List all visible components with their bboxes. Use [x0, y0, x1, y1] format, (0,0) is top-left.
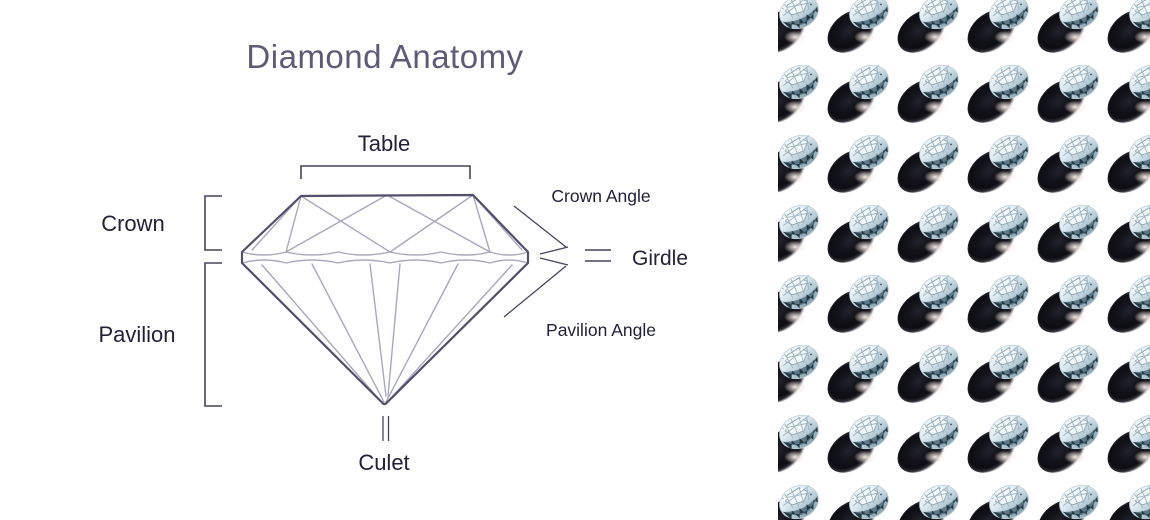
- girdle-wedge-marks: [539, 246, 569, 266]
- page-title: Diamond Anatomy: [246, 38, 524, 75]
- diamond-outline: [240, 193, 530, 406]
- diamond-gem-with-shadow: [818, 128, 895, 203]
- diamond-gem-with-shadow: [1028, 0, 1105, 63]
- diamond-gem-with-shadow: [818, 198, 895, 273]
- diamond-gem-with-shadow: [778, 408, 825, 483]
- diamond-gem-with-shadow: [958, 478, 1035, 520]
- diamond-gem-with-shadow: [888, 478, 965, 520]
- table-bracket: [300, 165, 471, 179]
- diamond-gem-with-shadow: [1098, 0, 1150, 63]
- diamond-gem-with-shadow: [958, 268, 1035, 343]
- diamond-gem-with-shadow: [1028, 58, 1105, 133]
- diamond-gem-with-shadow: [958, 198, 1035, 273]
- diamond-gem-with-shadow: [888, 58, 965, 133]
- gem-tile-grid: [778, 0, 1150, 520]
- diamond-gem-with-shadow: [888, 338, 965, 413]
- girdle-equals-marks: [585, 249, 611, 262]
- diamond-gem-with-shadow: [888, 0, 965, 63]
- diamond-gem-with-shadow: [1098, 338, 1150, 413]
- crown-bracket: [204, 195, 222, 251]
- diamond-gem-with-shadow: [778, 338, 825, 413]
- diamond-gem-with-shadow: [958, 0, 1035, 63]
- diamond-gem-with-shadow: [818, 338, 895, 413]
- diamond-gem-with-shadow: [888, 128, 965, 203]
- pavilion-bracket: [204, 262, 222, 407]
- diamond-anatomy-diagram: Table Crown Pavilion Culet Girdle Crown …: [98, 131, 688, 475]
- diamond-gem-with-shadow: [888, 198, 965, 273]
- girdle-label: Girdle: [632, 247, 688, 270]
- pavilion-label: Pavilion: [98, 322, 175, 347]
- diamond-gem-with-shadow: [1098, 268, 1150, 343]
- crown-angle-line: [513, 205, 567, 248]
- diamond-gem-with-shadow: [1028, 338, 1105, 413]
- crown-label: Crown: [101, 211, 165, 236]
- diamond-photo-pattern: [778, 0, 1150, 520]
- diamond-gem-with-shadow: [1028, 268, 1105, 343]
- diamond-gem-with-shadow: [778, 268, 825, 343]
- diamond-gem-with-shadow: [1098, 128, 1150, 203]
- table-label: Table: [358, 131, 411, 156]
- diamond-gem-with-shadow: [1098, 58, 1150, 133]
- pavilion-angle-line: [503, 265, 567, 318]
- diamond-gem-with-shadow: [1098, 478, 1150, 520]
- diamond-gem-with-shadow: [1098, 408, 1150, 483]
- diamond-gem-with-shadow: [1028, 408, 1105, 483]
- pavilion-facet-lines: [261, 263, 513, 403]
- diamond-gem-with-shadow: [958, 338, 1035, 413]
- diamond-gem-with-shadow: [888, 268, 965, 343]
- diamond-gem-with-shadow: [778, 0, 825, 63]
- diamond-gem-with-shadow: [778, 128, 825, 203]
- diamond-gem-with-shadow: [958, 58, 1035, 133]
- diamond-gem-with-shadow: [1028, 478, 1105, 520]
- diamond-gem-with-shadow: [818, 478, 895, 520]
- diamond-gem-with-shadow: [818, 58, 895, 133]
- diamond-gem-with-shadow: [888, 408, 965, 483]
- culet-marks: [382, 416, 390, 441]
- diamond-gem-with-shadow: [778, 198, 825, 273]
- crown-angle-label: Crown Angle: [551, 186, 650, 206]
- pavilion-angle-label: Pavilion Angle: [546, 320, 656, 340]
- culet-label: Culet: [358, 450, 409, 475]
- diamond-gem-with-shadow: [818, 268, 895, 343]
- diamond-gem-with-shadow: [958, 128, 1035, 203]
- diamond-gem-with-shadow: [818, 0, 895, 63]
- diamond-gem-with-shadow: [1098, 198, 1150, 273]
- girdle-lines: [241, 251, 529, 264]
- diamond-gem-with-shadow: [818, 408, 895, 483]
- diamond-gem-with-shadow: [958, 408, 1035, 483]
- diamond-gem-with-shadow: [778, 58, 825, 133]
- diamond-gem-with-shadow: [1028, 128, 1105, 203]
- diamond-gem-with-shadow: [1028, 198, 1105, 273]
- diamond-gem-with-shadow: [778, 478, 825, 520]
